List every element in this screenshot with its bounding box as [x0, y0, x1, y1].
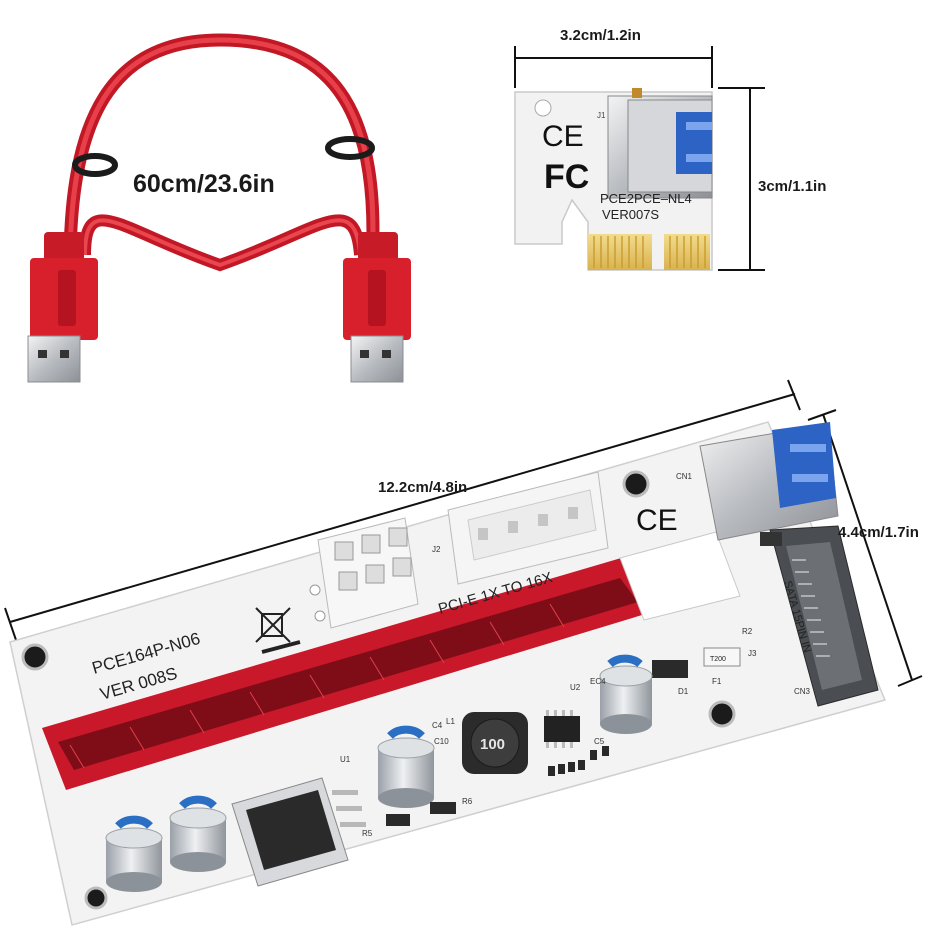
riser-ref-u2: U2 [570, 683, 581, 692]
voltage-regulator [231, 777, 366, 887]
riser-ref-d1: D1 [678, 687, 689, 696]
molex-connector [447, 471, 609, 585]
sata-connector [760, 525, 879, 707]
riser-height-dimension [807, 409, 923, 687]
fcc-mark: FC [544, 158, 589, 196]
six-pin-connector [309, 517, 419, 629]
adapter-gold-fingers [588, 234, 710, 270]
smd-resistor-row [548, 746, 609, 776]
riser-ref-r6: R6 [462, 797, 473, 806]
cable-tie-left [72, 153, 118, 177]
capacitor-left-2 [169, 795, 227, 872]
riser-width-label: 12.2cm/4.8in [378, 479, 468, 496]
riser-ref-r2: R2 [742, 627, 753, 636]
riser-ref-j3: J3 [748, 649, 757, 658]
adapter-usb-port [607, 88, 713, 199]
riser-ref-c4: C4 [432, 721, 443, 730]
riser-ref-cn1: CN1 [676, 472, 693, 481]
capacitor-middle [377, 725, 435, 808]
capacitor-ec4 [599, 654, 653, 734]
capacitor-left-1 [105, 815, 163, 892]
resistor-r5 [386, 814, 410, 826]
adapter-version: VER007S [602, 207, 659, 222]
inductor-value: 100 [480, 736, 505, 753]
riser-ref-u1: U1 [340, 755, 351, 764]
fuse-label: T200 [710, 656, 726, 663]
usb-plug-left [27, 232, 98, 383]
cable-length-label: 60cm/23.6in [133, 170, 275, 198]
adapter-height-dimension [718, 87, 765, 271]
riser-ref-c5: C5 [594, 737, 605, 746]
adapter-board: J1 CE FC PCE2PCE–NL4 VER007S [514, 46, 765, 271]
weee-symbol-icon [255, 607, 301, 654]
riser-ref-f1: F1 [712, 677, 722, 686]
riser-height-label: 4.4cm/1.7in [838, 524, 919, 541]
riser-ref-r5: R5 [362, 829, 373, 838]
adapter-height-label: 3cm/1.1in [758, 178, 827, 195]
adapter-model: PCE2PCE–NL4 [600, 191, 692, 206]
riser-ref-j2: J2 [432, 545, 441, 554]
riser-ref-l1: L1 [446, 717, 455, 726]
riser-ref-ec4: EC4 [590, 677, 606, 686]
riser-usb-port [699, 422, 839, 541]
resistor-r6 [430, 802, 456, 814]
ce-mark: CE [542, 120, 584, 153]
riser-ref-cn3: CN3 [794, 687, 811, 696]
pcie-x16-slot [42, 531, 741, 790]
adapter-width-label: 3.2cm/1.2in [560, 27, 641, 44]
usb-cable [27, 33, 411, 383]
riser-ce-mark: CE [636, 504, 678, 537]
usb-plug-right [343, 232, 411, 383]
inductor [462, 712, 528, 774]
cable-tie-right [325, 136, 375, 160]
fuse [703, 647, 741, 667]
riser-width-dimension [4, 379, 801, 641]
diode [652, 660, 688, 678]
riser-ref-c10: C10 [434, 737, 449, 746]
ic-chip [544, 710, 580, 748]
adapter-width-dimension [514, 46, 713, 88]
riser-board: J2 CN1 CE CN3 SATA 15PIN IN [4, 379, 923, 926]
adapter-ref-j1: J1 [597, 111, 606, 120]
